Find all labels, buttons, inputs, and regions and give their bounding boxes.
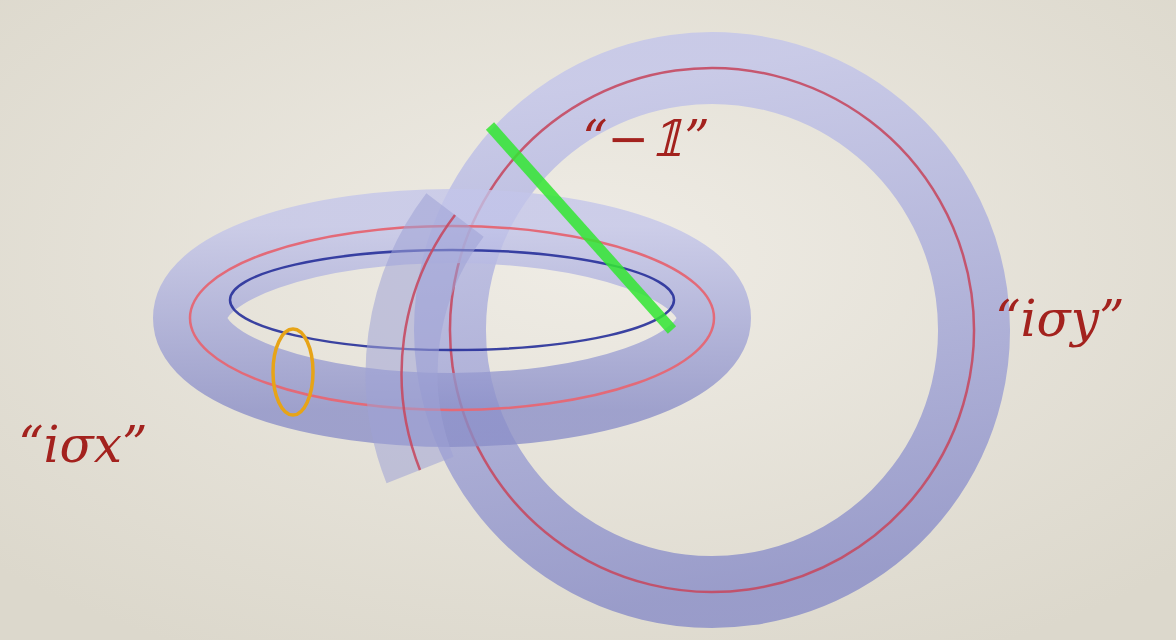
sigma-y-label: “iσy” xyxy=(995,292,1125,347)
sigma-x-label: “iσx” xyxy=(18,418,147,473)
minus-identity-label: “−𝟙” xyxy=(582,112,710,167)
vertical-torus-front xyxy=(402,215,455,470)
vertical-torus-front-core xyxy=(402,215,455,470)
meridian-loop xyxy=(273,329,313,415)
